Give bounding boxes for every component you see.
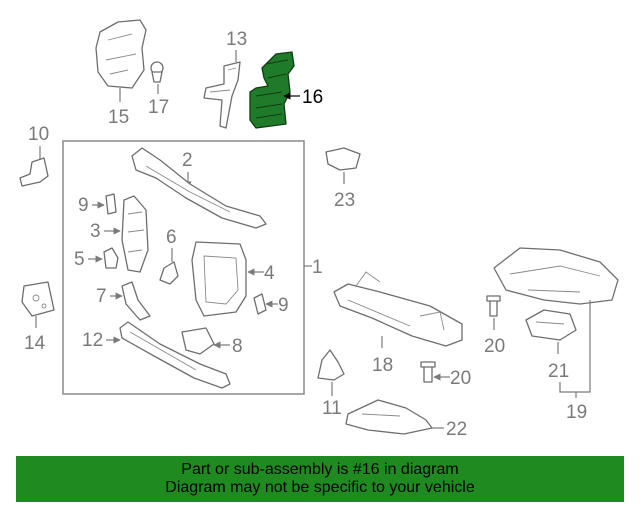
- callout-20b: 20: [450, 368, 471, 389]
- part-22-under-cover[interactable]: [345, 399, 433, 435]
- callout-8: 8: [232, 336, 243, 357]
- callout-9a: 9: [78, 195, 89, 216]
- callout-4: 4: [264, 263, 275, 284]
- part-7-bracket[interactable]: [121, 281, 151, 321]
- callout-21: 21: [548, 361, 569, 382]
- part-16-highlighted[interactable]: [249, 51, 295, 129]
- part-13-bracket[interactable]: [203, 61, 241, 129]
- callout-23: 23: [334, 190, 355, 211]
- part-17-clip[interactable]: [150, 61, 164, 83]
- callout-7: 7: [96, 286, 107, 307]
- callout-16: 16: [302, 87, 323, 108]
- assembly-frame: [62, 140, 305, 395]
- part-19-engine-under-cover[interactable]: [493, 247, 619, 305]
- part-8-bracket[interactable]: [181, 327, 215, 355]
- callout-3: 3: [90, 221, 101, 242]
- part-10-bracket[interactable]: [19, 157, 49, 187]
- part-20-bolt-lower[interactable]: [420, 361, 436, 383]
- callout-1: 1: [312, 257, 323, 278]
- part-3-side-member[interactable]: [121, 195, 149, 273]
- callout-14: 14: [24, 333, 46, 354]
- callout-19: 19: [566, 402, 587, 423]
- callout-20a: 20: [484, 336, 505, 357]
- part-4-lamp-support[interactable]: [191, 241, 247, 317]
- part-2-upper-support[interactable]: [131, 147, 267, 229]
- banner-line-2: Diagram may not be specific to your vehi…: [165, 479, 475, 496]
- part-6-bracket[interactable]: [159, 261, 179, 285]
- part-18-crossmember[interactable]: [333, 271, 463, 347]
- part-20-bolt-upper[interactable]: [486, 295, 501, 317]
- part-5-bracket[interactable]: [103, 247, 119, 269]
- part-15-bracket[interactable]: [95, 19, 147, 89]
- callout-10: 10: [28, 124, 49, 145]
- part-9-clip-left[interactable]: [105, 193, 117, 215]
- callout-15: 15: [108, 107, 129, 128]
- callout-2: 2: [182, 150, 193, 171]
- callout-22: 22: [446, 419, 467, 440]
- callout-5: 5: [74, 249, 85, 270]
- callout-6: 6: [166, 227, 177, 248]
- part-21-splash-shield[interactable]: [525, 309, 577, 341]
- part-23-bracket[interactable]: [325, 147, 361, 171]
- callout-12: 12: [82, 330, 103, 351]
- part-11-bracket[interactable]: [317, 349, 345, 381]
- part-14-plate[interactable]: [21, 281, 55, 317]
- callout-9b: 9: [278, 295, 289, 316]
- part-9-clip-right[interactable]: [253, 293, 267, 315]
- info-banner: Part or sub-assembly is #16 in diagram D…: [16, 456, 624, 502]
- callout-11: 11: [322, 398, 342, 419]
- part-12-lower-support[interactable]: [119, 321, 231, 389]
- callout-18: 18: [372, 355, 393, 376]
- callout-13: 13: [226, 29, 247, 50]
- banner-line-1: Part or sub-assembly is #16 in diagram: [181, 461, 459, 478]
- leader-19: [559, 300, 591, 393]
- callout-17: 17: [148, 97, 169, 118]
